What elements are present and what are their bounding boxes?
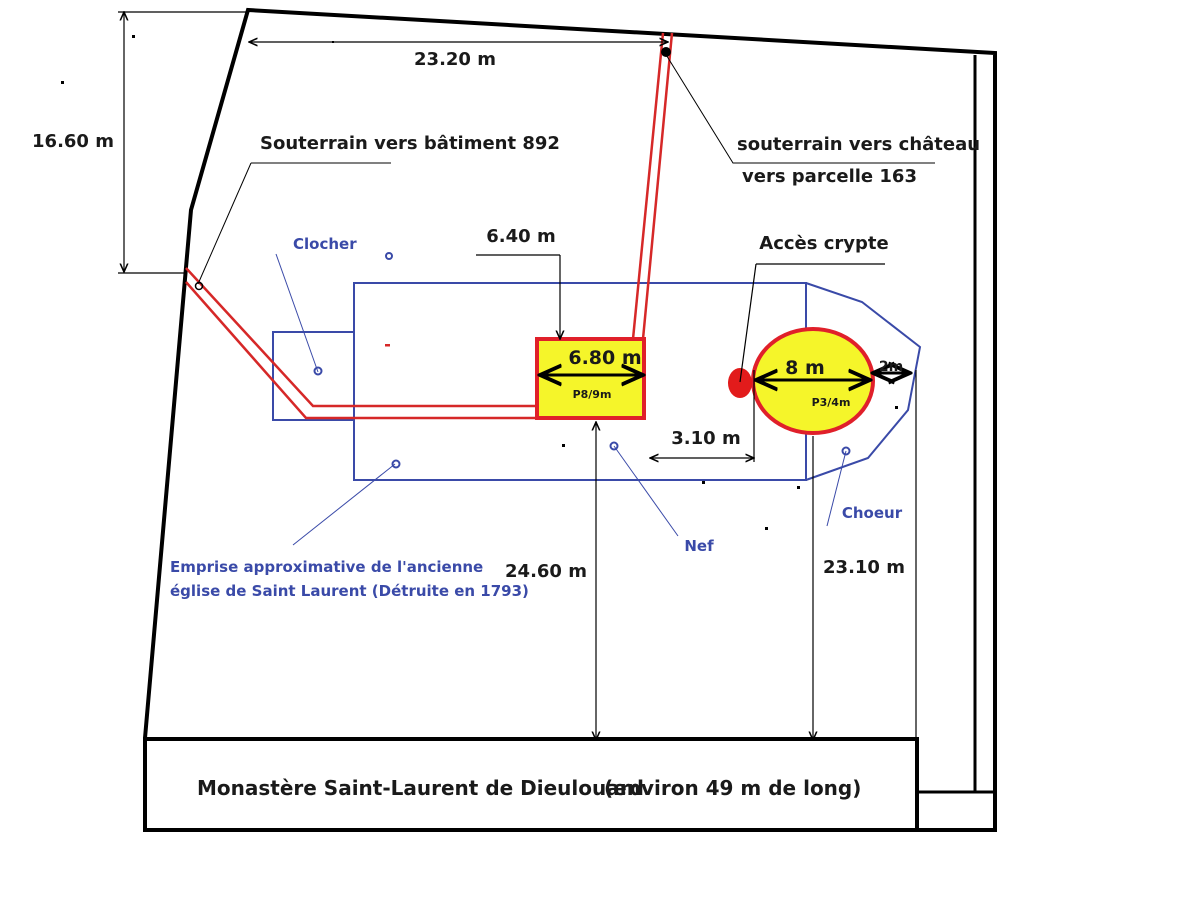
label-tunnel-to-building: Souterrain vers bâtiment 892 <box>260 133 560 154</box>
tunnel-to-building <box>185 267 537 420</box>
label-nave-to-monastery: 24.60 m <box>505 561 587 582</box>
label-monastery-length: (environ 49 m de long) <box>604 776 861 800</box>
leader-lines <box>197 52 935 285</box>
label-pit-width: 6.80 m <box>568 347 641 369</box>
monastery-building <box>143 737 995 832</box>
tunnel-to-castle <box>631 32 674 340</box>
label-church-extent-2: église de Saint Laurent (Détruite en 179… <box>170 582 529 600</box>
label-crypt-width: 8 m <box>785 357 825 379</box>
label-left-height: 16.60 m <box>32 131 114 152</box>
castle-tunnel-marker <box>661 47 671 57</box>
label-choir-to-monastery: 23.10 m <box>823 557 905 578</box>
small-markers <box>313 252 851 469</box>
stray-dots <box>61 35 898 530</box>
label-nave: Nef <box>684 537 714 555</box>
label-nave-to-pit: 6.40 m <box>486 226 555 247</box>
label-bell-tower: Clocher <box>293 235 357 253</box>
label-pit-gap: 3.10 m <box>671 428 740 449</box>
red-mark <box>385 344 390 347</box>
label-pit-rect: P8/9m <box>573 388 612 401</box>
label-monastery: Monastère Saint-Laurent de Dieulouard <box>197 776 644 800</box>
label-tunnel-to-castle-1: souterrain vers château <box>737 134 980 155</box>
label-top-width: 23.20 m <box>414 49 496 70</box>
dimension-lines-bold <box>540 373 910 380</box>
tunnel-end-marker <box>194 281 204 291</box>
dimension-lines <box>118 12 917 740</box>
label-church-extent-1: Emprise approximative de l'ancienne <box>170 558 483 576</box>
label-choir: Choeur <box>842 504 903 522</box>
label-pit-round: P3/4m <box>812 396 851 409</box>
crypt-access-marker <box>728 368 752 398</box>
label-tunnel-to-castle-2: vers parcelle 163 <box>742 166 917 187</box>
label-crypt-margin: 2m <box>879 359 903 375</box>
parcel-boundary <box>143 7 997 832</box>
label-crypt-access: Accès crypte <box>759 233 888 254</box>
leader-lines-blue <box>275 253 847 546</box>
